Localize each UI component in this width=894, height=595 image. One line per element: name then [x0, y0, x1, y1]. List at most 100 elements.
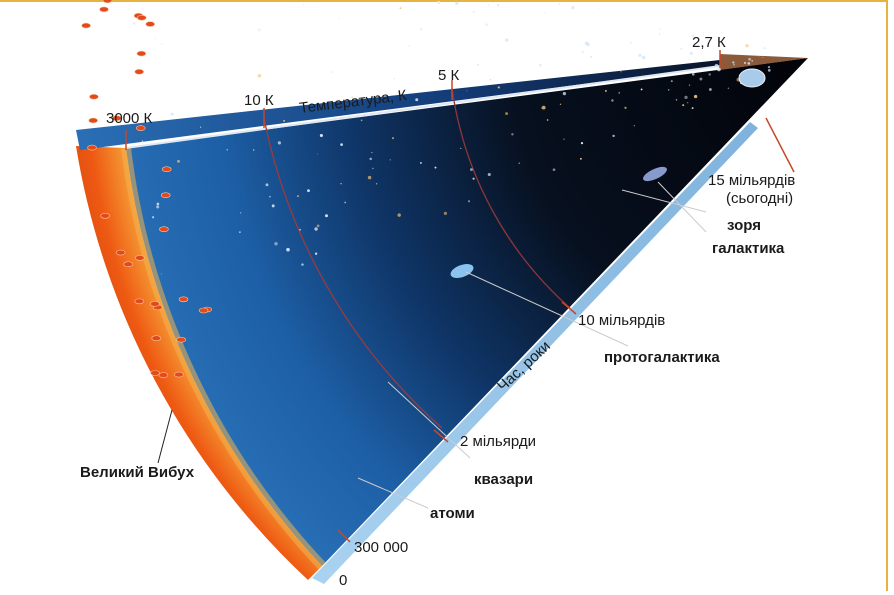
star-dot — [590, 55, 593, 58]
tick-label-3000k: 3000 К — [106, 110, 153, 127]
star-dot — [691, 107, 694, 110]
atom-dot — [160, 192, 171, 198]
atom-dot — [150, 370, 160, 376]
star-dot — [659, 28, 661, 31]
present-galaxy-icon — [738, 68, 766, 88]
leader-300000 — [337, 529, 351, 543]
star-dot — [437, 0, 441, 5]
star-dot — [541, 105, 546, 110]
atom-dot — [136, 50, 147, 57]
star-dot — [668, 89, 670, 91]
star-dot — [271, 204, 275, 208]
star-dot — [351, 96, 353, 99]
star-dot — [147, 52, 149, 54]
tick-label-2-7k: 2,7 К — [692, 34, 726, 51]
label-atoms: атоми — [430, 505, 475, 522]
star-dot — [691, 34, 695, 38]
leader-quasars — [387, 381, 471, 459]
star-dot — [710, 36, 713, 39]
label-star: зоря — [727, 217, 761, 234]
time-tick-today: (сьогодні) — [726, 190, 793, 207]
star-dot — [469, 168, 473, 172]
star-dot — [745, 44, 749, 48]
star-dot — [559, 103, 562, 106]
star-dot — [367, 175, 372, 180]
star-dot — [369, 157, 372, 161]
star-dot — [375, 183, 378, 185]
star-dot — [511, 133, 514, 136]
star-dot — [571, 5, 575, 10]
star-dot — [688, 84, 691, 86]
fireball-band — [76, 146, 322, 580]
star-dot — [340, 143, 343, 146]
atom-dot — [159, 226, 169, 232]
atom-dot — [161, 166, 172, 172]
star-dot — [714, 63, 719, 68]
atom-particles — [81, 0, 212, 378]
star-dot — [758, 54, 761, 57]
star-dot — [325, 214, 328, 218]
atom-dot — [151, 335, 162, 342]
star-dot — [455, 1, 459, 6]
star-dot — [170, 112, 174, 116]
star-dot — [489, 79, 492, 81]
star-dot — [269, 195, 271, 198]
star-dot — [732, 61, 735, 64]
star-dot — [372, 167, 374, 170]
star-dot — [151, 216, 155, 219]
star-dot — [472, 10, 475, 13]
star-dot — [581, 51, 584, 53]
star-dot — [693, 94, 698, 99]
star-dot — [680, 47, 683, 50]
star-dot — [496, 3, 500, 7]
tick-label-10k: 10 К — [244, 92, 274, 109]
label-big-bang: Великий Вибух — [80, 464, 195, 481]
star-dot — [399, 95, 401, 97]
star-dot — [580, 141, 584, 145]
star-dot — [675, 99, 678, 101]
star-dot — [641, 55, 646, 60]
star-dot — [360, 119, 363, 122]
time-band — [312, 122, 758, 584]
atom-dot — [134, 298, 145, 305]
star-dot — [497, 86, 500, 89]
fireball-glow — [121, 147, 326, 570]
time-tick-0: 0 — [339, 572, 347, 589]
star-dot — [371, 151, 373, 154]
atom-dot — [145, 21, 155, 27]
star-dot — [488, 4, 490, 6]
star-dot — [226, 148, 228, 151]
atom-dot — [150, 301, 160, 307]
atom-dot — [176, 336, 186, 343]
star-dot — [670, 80, 673, 83]
star-dot — [389, 159, 391, 161]
star-dot — [767, 69, 771, 72]
star-dot — [487, 172, 491, 177]
star-dot — [238, 231, 241, 234]
atom-dot — [88, 117, 98, 124]
star-dot — [604, 89, 607, 92]
star-dot — [314, 227, 318, 231]
star-dot — [659, 33, 661, 35]
atom-dot — [135, 255, 145, 261]
atom-dot — [99, 6, 109, 13]
star-dot — [765, 47, 767, 49]
star-dot — [283, 119, 286, 122]
atom-dot — [111, 115, 122, 121]
star-dot — [415, 98, 419, 102]
atom-dot — [123, 261, 133, 268]
star-dot — [419, 161, 422, 164]
star-dot — [546, 119, 549, 121]
star-dot — [399, 7, 402, 10]
star-dot — [505, 38, 509, 42]
star-dot — [585, 42, 590, 47]
isotherm-10k — [263, 117, 443, 429]
star-dot — [748, 57, 751, 61]
star-dot — [629, 41, 632, 44]
star-dot — [199, 126, 202, 128]
star-dot — [688, 58, 691, 61]
star-dot — [687, 102, 689, 104]
star-dot — [762, 56, 764, 58]
star-dot — [638, 53, 642, 58]
